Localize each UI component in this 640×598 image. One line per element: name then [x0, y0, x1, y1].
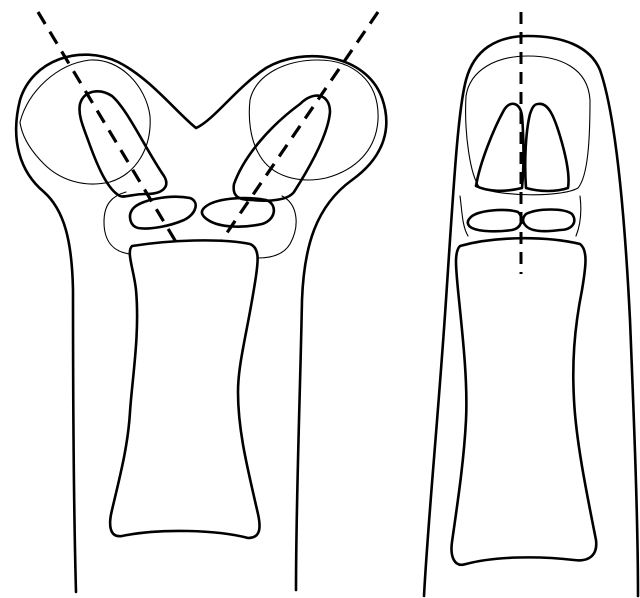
right-nail-plate: [249, 60, 378, 180]
right-axis-line: [222, 12, 378, 240]
right-distal-phalanx: [234, 96, 330, 201]
middle-phalanx-left-half: [468, 210, 522, 231]
left-panel: [16, 12, 386, 592]
left-distal-phalanx: [79, 91, 166, 196]
left-proximal-phalanx: [110, 240, 259, 538]
single-proximal-phalanx: [452, 238, 597, 565]
right-joint-soft-tissue: [258, 196, 296, 258]
left-outer-outline: [16, 55, 386, 592]
left-middle-phalanx: [130, 197, 196, 229]
left-joint-soft-tissue: [104, 192, 130, 254]
distal-phalanx-left-half: [476, 104, 524, 191]
right-panel: [424, 12, 638, 596]
distal-phalanx-right-half: [525, 104, 568, 191]
right-middle-phalanx: [202, 198, 274, 227]
middle-phalanx-right-half: [523, 210, 574, 232]
